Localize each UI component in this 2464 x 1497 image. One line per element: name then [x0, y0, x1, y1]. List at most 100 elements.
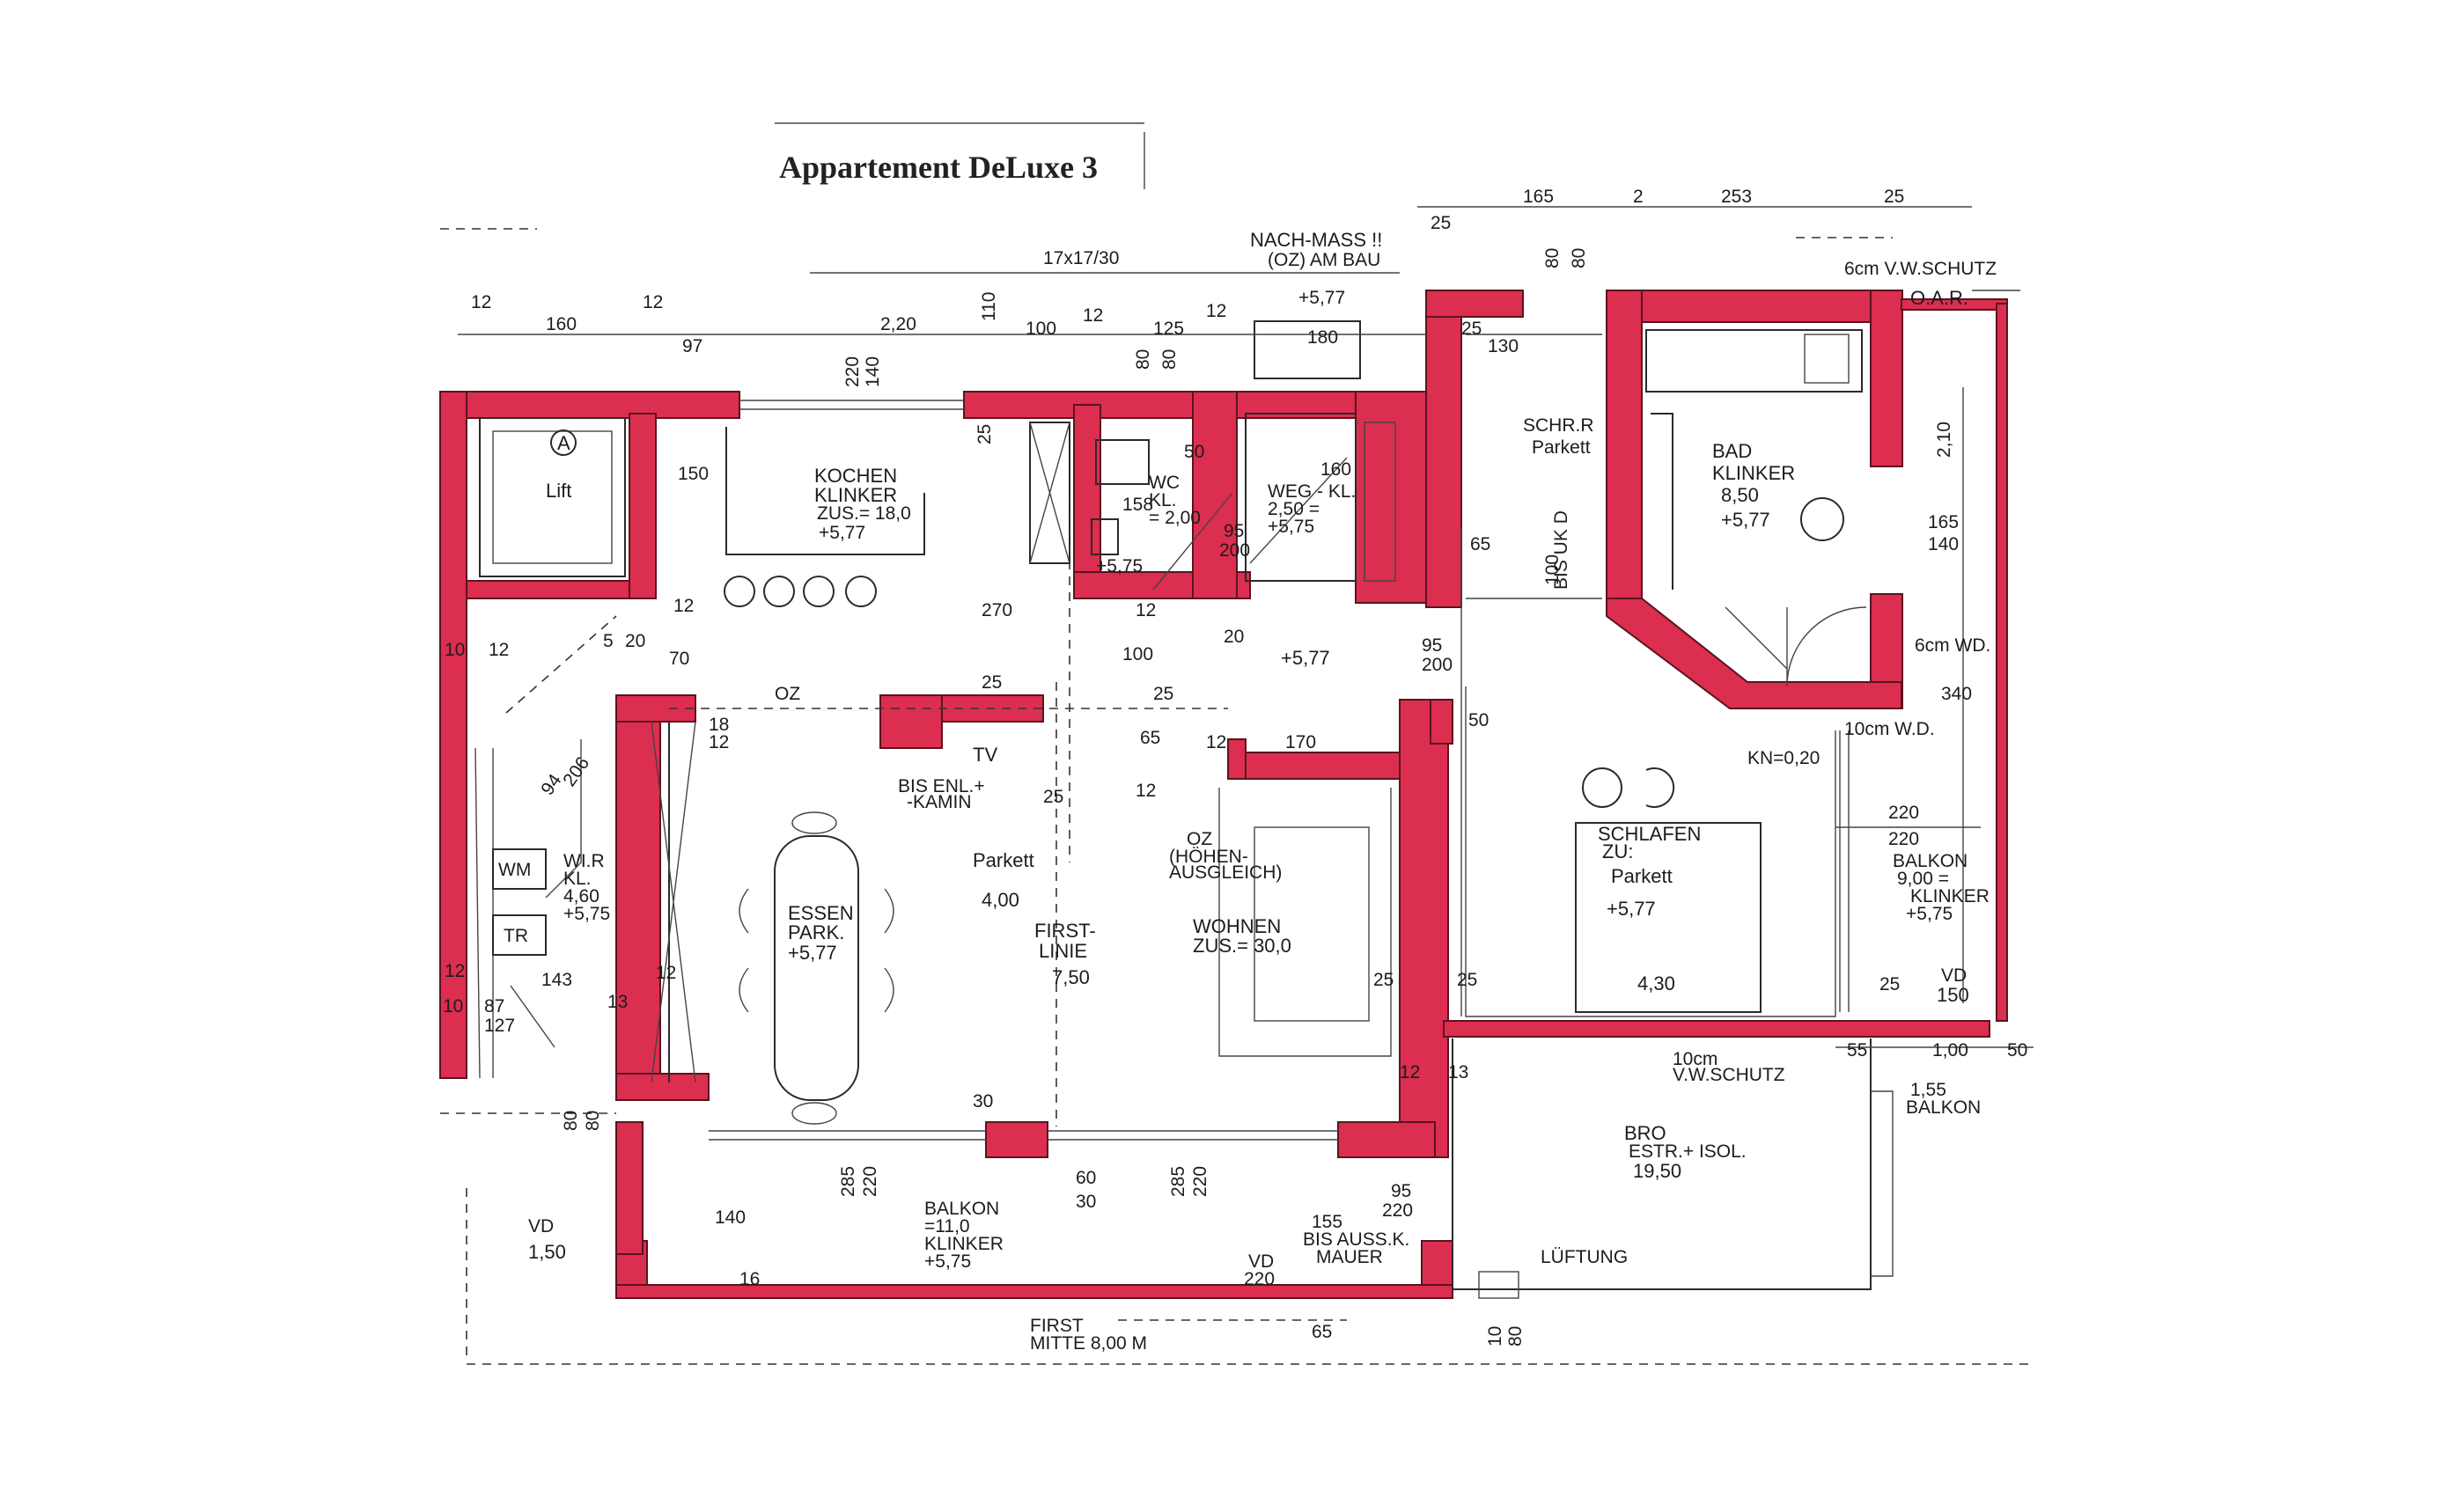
- schlafen-zu: ZU:: [1602, 840, 1633, 862]
- bad-level: +5,77: [1721, 509, 1770, 531]
- schr-label: SCHR.R: [1523, 415, 1594, 436]
- dim-80a: 80: [1542, 248, 1563, 268]
- balkon-south-label: BALKON: [924, 1199, 999, 1219]
- dim-80f: 80: [583, 1111, 603, 1131]
- wall-living-north-end: [1227, 738, 1247, 780]
- wall-bath-north: [1606, 290, 1898, 323]
- kochen-level: +5,77: [819, 523, 865, 543]
- dim-25a: 25: [1431, 213, 1451, 233]
- office-balcony: [1871, 1090, 1894, 1277]
- wall-wc-east: [1192, 391, 1238, 599]
- bedroom-outline: [1465, 686, 1836, 1017]
- lift-marker: A: [557, 432, 570, 454]
- wall-bath-east-top: [1870, 290, 1903, 467]
- dim-5: 5: [603, 631, 614, 651]
- wall-living-north: [1227, 752, 1427, 780]
- first-linie-label: FIRST-: [1034, 920, 1096, 942]
- dim-65c: 65: [1312, 1322, 1332, 1342]
- wall-dining-west: [615, 694, 661, 1101]
- oz-marker: OZ: [775, 684, 800, 704]
- bedside-lamp-2: [1645, 767, 1675, 808]
- dim-210: 2,10: [1934, 422, 1954, 458]
- wall-center-jamb: [1430, 699, 1453, 745]
- bis-uk-label: BIS UK D: [1551, 510, 1571, 590]
- lift-shaft: [479, 417, 626, 577]
- dim-12l: 12: [445, 961, 465, 981]
- room-labels: A Lift KOCHEN KLINKER ZUS.= 18,0 +5,77 W…: [498, 229, 1997, 1354]
- dim-140b: 140: [1928, 534, 1959, 554]
- wir-wall: [474, 747, 494, 1079]
- dim-100c: 100: [1122, 644, 1153, 664]
- dim-2: 2: [1633, 187, 1644, 207]
- wir-material: KL.: [563, 869, 592, 889]
- weg-level: +5,75: [1268, 517, 1314, 537]
- dim-220c: 220: [860, 1166, 880, 1197]
- bro-area: 19,50: [1633, 1160, 1681, 1182]
- dim-97: 97: [682, 336, 702, 356]
- wall-south-west: [615, 1073, 710, 1101]
- weg-stair-line: [1249, 457, 1348, 564]
- dim-140c: 140: [715, 1207, 746, 1228]
- balkon-right-level: +5,75: [1906, 904, 1953, 924]
- wall-bedroom-south: [1443, 1020, 1990, 1038]
- wc-material: KL.: [1149, 490, 1177, 510]
- vw-schutz-top: 6cm V.W.SCHUTZ: [1844, 259, 1997, 279]
- dim-220g: 220: [1888, 829, 1919, 849]
- dim-100d: 1,00: [1932, 1040, 1968, 1060]
- wc-door-swing: [1152, 492, 1233, 591]
- weg-area: 2,50 =: [1268, 499, 1320, 519]
- dim-80c: 80: [1133, 349, 1153, 370]
- wc-area: = 2,00: [1149, 508, 1201, 528]
- dim-170: 170: [1285, 732, 1316, 752]
- vd-mid-value: 220: [1244, 1269, 1275, 1289]
- dim-10c: 10: [1485, 1326, 1505, 1347]
- balkon-small-label: BALKON: [1906, 1097, 1981, 1118]
- vd-right-value: 150: [1937, 984, 1969, 1006]
- dim-80e: 80: [561, 1111, 581, 1131]
- wir-door: [545, 739, 582, 899]
- balkon-south-area: =11,0: [924, 1216, 970, 1236]
- stair-run: [505, 615, 617, 714]
- dimension-labels: 12 160 12 97 2,20 110 100 12 125 12 180 …: [443, 187, 2027, 1347]
- dim-220: 2,20: [880, 314, 916, 334]
- dim-100b: 100: [1542, 554, 1563, 585]
- schr-material: Parkett: [1532, 437, 1591, 458]
- dim-285a: 285: [838, 1166, 858, 1197]
- dim-110: 110: [979, 292, 999, 321]
- wall-kamin-block: [879, 694, 943, 749]
- bis-auss-label: BIS AUSS.K.: [1303, 1229, 1409, 1250]
- wc-level: +5,75: [1096, 556, 1143, 576]
- kochen-area: ZUS.= 18,0: [817, 503, 911, 524]
- essen-level: +5,77: [788, 942, 837, 964]
- dining-glass-cross: [651, 721, 696, 1083]
- dim-20a: 20: [1224, 627, 1244, 647]
- dim-65b: 65: [1140, 728, 1160, 748]
- dim-220e: 220: [1382, 1200, 1413, 1221]
- dim-150: 150: [678, 464, 709, 484]
- dim-13b: 13: [1448, 1062, 1468, 1082]
- dim-25c: 25: [1461, 319, 1482, 339]
- dim-65: 65: [1470, 534, 1490, 554]
- dim-180: 180: [1307, 327, 1338, 348]
- dim-12e: 12: [673, 596, 694, 616]
- dim-25h: 25: [1373, 970, 1394, 990]
- dim-130: 130: [1488, 336, 1519, 356]
- dim-155: 1,55: [1910, 1080, 1946, 1100]
- chair-r2: [884, 967, 894, 1013]
- dim-200b: 200: [1422, 655, 1453, 675]
- weg-cabinet: [1364, 422, 1396, 582]
- plan-title: Appartement DeLuxe 3: [779, 150, 1098, 185]
- dim-95b: 95: [1422, 635, 1442, 656]
- linework: [474, 320, 1894, 1299]
- dim-12k: 12: [656, 963, 676, 983]
- dim-158: 158: [1122, 495, 1153, 515]
- parkett-label: Parkett: [973, 849, 1034, 871]
- balkon-south-material: KLINKER: [924, 1234, 1004, 1254]
- dim-253: 253: [1721, 187, 1752, 207]
- wd-label-2: 10cm W.D.: [1844, 719, 1935, 739]
- wir-door-swing: [510, 985, 555, 1048]
- stair-note: 17x17/30: [1043, 248, 1119, 268]
- dim-12i: 12: [1206, 732, 1226, 752]
- wall-bath-diagonal: [1606, 598, 1902, 709]
